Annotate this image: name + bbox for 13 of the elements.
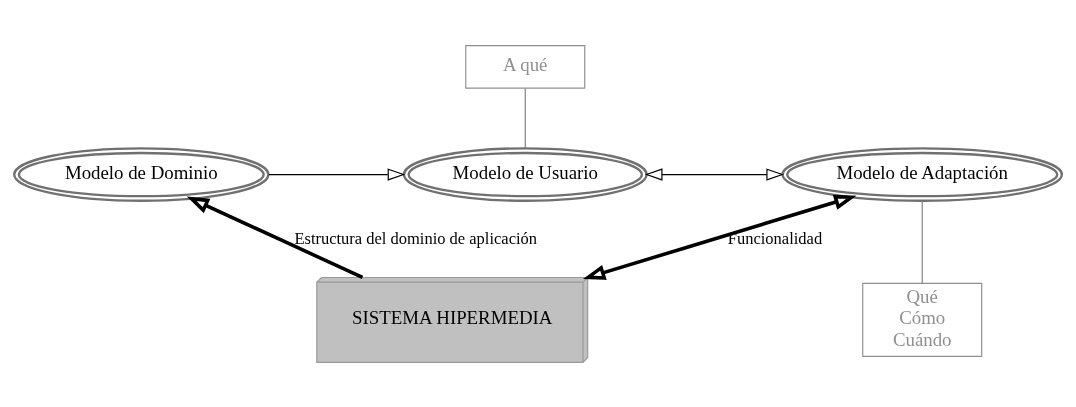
node-box: A qué: [465, 44, 586, 89]
connector: [524, 87, 526, 148]
connector: [921, 199, 923, 284]
edge-label: Estructura del dominio de aplicación: [294, 228, 538, 248]
arrow: [644, 167, 785, 181]
arrow: [582, 194, 857, 280]
arrow: [268, 167, 406, 181]
node-ellipse: Modelo de Adaptación: [781, 146, 1064, 202]
edge-label: Funcionalidad: [727, 228, 823, 248]
node-box: Qué Cómo Cuándo: [862, 282, 983, 357]
arrow: [186, 196, 364, 279]
node-ellipse: Modelo de Dominio: [13, 146, 270, 202]
node-ellipse: Modelo de Usuario: [402, 146, 648, 202]
